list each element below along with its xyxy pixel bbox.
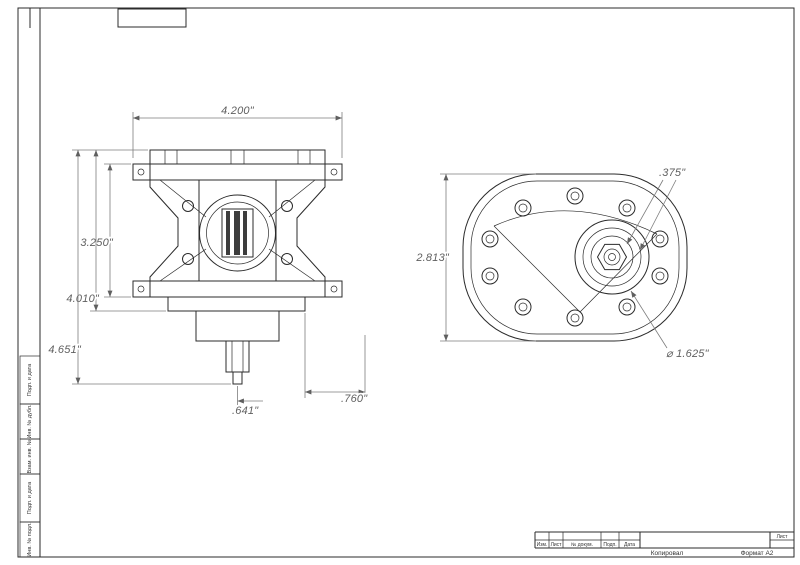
stamp-box bbox=[19, 521, 41, 558]
top-plate bbox=[149, 149, 326, 165]
title-cell-label: № докум. bbox=[571, 542, 593, 548]
flange-bolt-hole bbox=[137, 285, 145, 293]
pump-body bbox=[149, 179, 326, 282]
dim-port-offset-label: .760" bbox=[341, 393, 368, 405]
dim-shaft-offset-label: .641" bbox=[232, 405, 259, 417]
hex-nut bbox=[596, 243, 628, 271]
gear-window bbox=[199, 194, 276, 272]
top-flange bbox=[132, 163, 343, 181]
bolt bbox=[514, 298, 532, 316]
sheet-cell-label: Лист bbox=[777, 534, 789, 540]
dimension-mount-height: 4.010" bbox=[65, 149, 166, 312]
dim-overall-width-label: 4.200" bbox=[221, 105, 255, 117]
shaft-hub bbox=[574, 219, 650, 295]
dim-pilot-diameter-label: ⌀ 1.625" bbox=[666, 348, 710, 360]
dimension-body-height: 3.250" bbox=[79, 163, 131, 298]
dimension-hex-flats: .375" bbox=[626, 165, 688, 251]
stamp-label: Взам. инв. № bbox=[27, 439, 33, 473]
left-stamp-strip: Подп. и дата Инв. № дубл. Взам. инв. № П… bbox=[19, 355, 41, 558]
cover-rib bbox=[493, 225, 658, 313]
dim-front-height-label: 2.813" bbox=[415, 252, 450, 264]
format-label: Формат А2 bbox=[741, 550, 774, 557]
title-block: Изм. Лист № докум. Подп. Дата Лист Копир… bbox=[534, 531, 794, 557]
title-cell-label: Дата bbox=[624, 542, 635, 548]
cover-rib bbox=[493, 210, 658, 235]
gear-tooth bbox=[234, 211, 240, 255]
dimension-front-height: 2.813" bbox=[414, 173, 536, 342]
bottom-flange bbox=[132, 280, 343, 298]
dimension-port-offset: .760" bbox=[304, 313, 370, 407]
bolt bbox=[514, 199, 532, 217]
dimension-pilot-diameter: ⌀ 1.625" bbox=[630, 290, 711, 362]
stamp-label: Инв. № подл. bbox=[27, 522, 33, 557]
body-bolt bbox=[182, 200, 194, 212]
stamp-label: Подп. и дата bbox=[27, 363, 33, 396]
bolt-circle bbox=[481, 187, 669, 327]
dimension-shaft-offset: .641" bbox=[230, 386, 263, 419]
stamp-label: Инв. № дубл. bbox=[27, 404, 33, 439]
dim-mount-height-label: 4.010" bbox=[66, 293, 100, 305]
gear-tooth bbox=[243, 211, 247, 255]
drive-hex bbox=[225, 340, 250, 373]
dim-body-height-label: 3.250" bbox=[80, 237, 114, 249]
title-cell-label: Лист bbox=[551, 542, 563, 548]
shaft-tip bbox=[232, 371, 243, 385]
dim-overall-height-label: 4.651" bbox=[48, 344, 82, 356]
body-bolt bbox=[281, 253, 293, 265]
body-bolt bbox=[281, 200, 293, 212]
flange-bolt-hole bbox=[330, 168, 338, 176]
bolt bbox=[651, 267, 669, 285]
gear-tooth bbox=[226, 211, 230, 255]
bolt bbox=[566, 309, 584, 327]
bolt bbox=[618, 199, 636, 217]
sheet-border bbox=[17, 7, 795, 558]
lower-housing bbox=[167, 296, 306, 385]
copy-label: Копировал bbox=[651, 550, 684, 557]
stamp-label: Подп. и дата bbox=[27, 481, 33, 514]
bolt bbox=[481, 267, 499, 285]
body-bolt bbox=[182, 253, 194, 265]
dimension-overall-width: 4.200" bbox=[132, 103, 343, 158]
dimension-overall-height: 4.651" bbox=[47, 150, 231, 385]
bolt bbox=[481, 230, 499, 248]
bolt bbox=[566, 187, 584, 205]
bolt bbox=[618, 298, 636, 316]
dim-hex-flats-label: .375" bbox=[659, 167, 686, 179]
front-view: 2.813" .375" ⌀ 1.625" bbox=[414, 165, 712, 362]
flange-bolt-hole bbox=[330, 285, 338, 293]
side-view: 4.200" 3.250" 4.010" 4.651" .641" bbox=[47, 103, 370, 419]
zone-stamp-box bbox=[117, 8, 187, 28]
flange-bolt-hole bbox=[137, 168, 145, 176]
bolt bbox=[651, 230, 669, 248]
title-cell-label: Изм. bbox=[537, 542, 548, 548]
title-cell-label: Подп. bbox=[603, 542, 616, 548]
